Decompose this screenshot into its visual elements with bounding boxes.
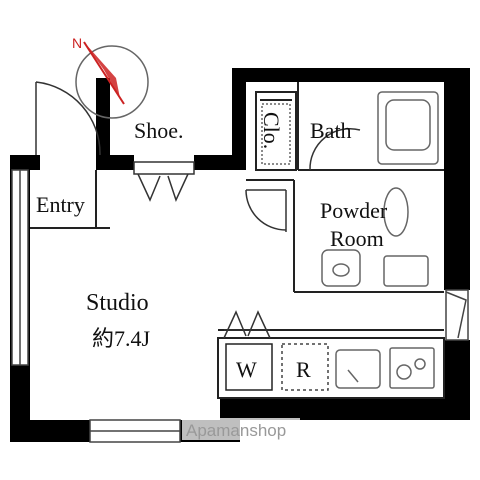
label-washer: W — [236, 357, 257, 382]
wall-mid-vertical — [232, 68, 246, 170]
label-bath: Bath — [310, 118, 352, 143]
bathtub — [377, 91, 439, 165]
label-studio: Studio — [86, 290, 149, 316]
wall-studio-top-left — [10, 155, 40, 170]
watermark: Apamanshop — [182, 418, 300, 440]
wall-bottom-left — [10, 420, 90, 442]
watermark-text: Apamanshop — [186, 421, 286, 440]
label-closet: Clo. — [259, 112, 284, 149]
label-shoe: Shoe. — [134, 118, 184, 143]
label-powder-1: Powder — [320, 198, 388, 223]
wall-right-lower — [444, 340, 470, 420]
wall-bottom-kitchen — [220, 398, 470, 420]
label-entry: Entry — [36, 192, 85, 217]
toilet-tank — [383, 255, 429, 287]
label-fridge: R — [296, 357, 311, 382]
washer-box — [225, 343, 273, 391]
label-powder-2: Room — [330, 226, 384, 251]
wall-top — [232, 68, 470, 82]
fixtures — [225, 91, 439, 391]
fridge-box — [281, 343, 329, 391]
compass-icon: N — [72, 35, 149, 119]
windows — [11, 169, 469, 443]
label-studio-size: 約7.4J — [92, 326, 151, 351]
stove — [389, 347, 435, 389]
wall-entry-right — [96, 78, 110, 168]
window-right — [445, 289, 469, 341]
toilet-bowl — [383, 187, 409, 237]
wall-right-upper — [444, 68, 470, 290]
sink — [321, 249, 361, 287]
wall-studio-top-right — [194, 155, 242, 170]
walls — [10, 68, 470, 442]
svg-text:N: N — [72, 35, 82, 51]
doors — [35, 81, 361, 339]
kitchen-sink — [335, 349, 381, 389]
